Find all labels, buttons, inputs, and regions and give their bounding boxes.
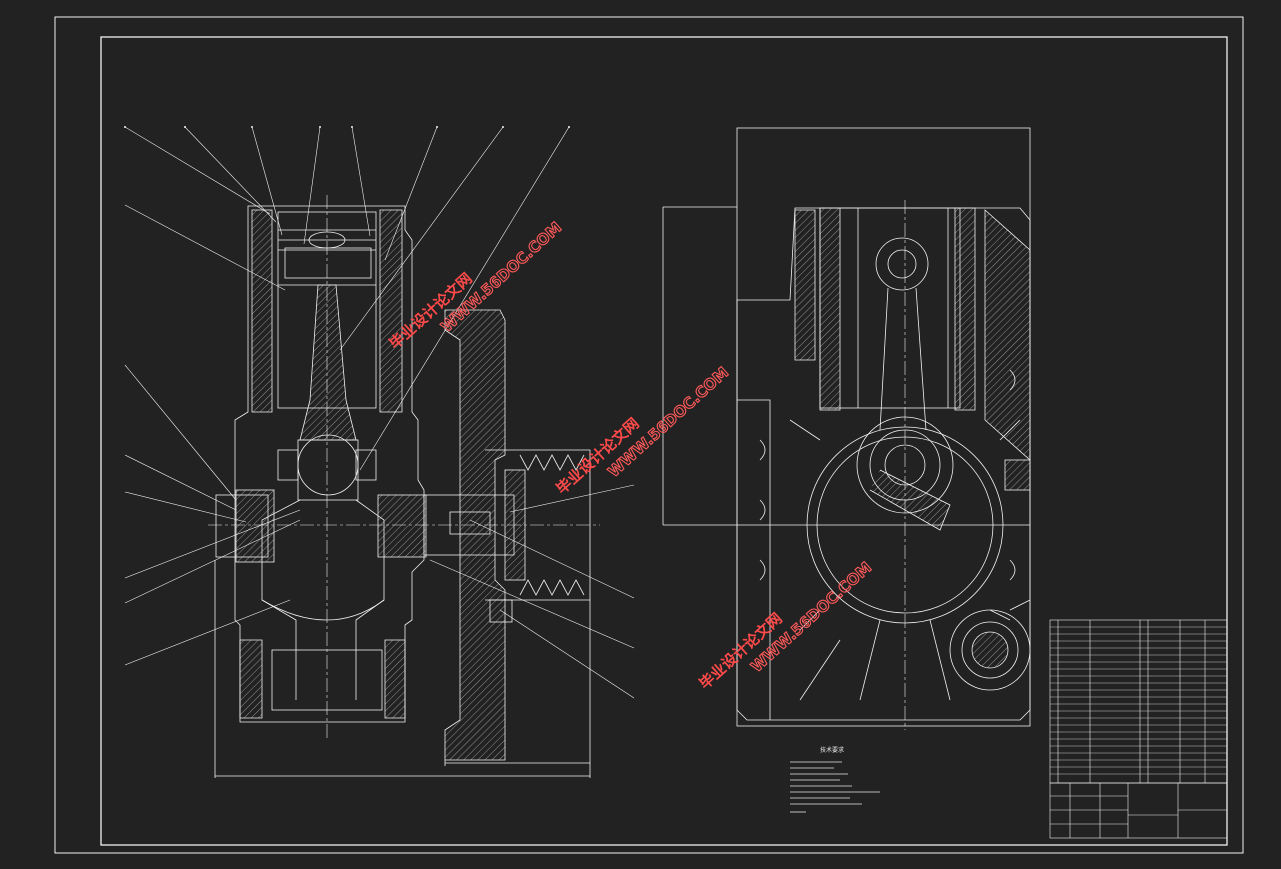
left-section-view [208,195,600,778]
left-leader-lines [124,126,635,699]
right-end-view [662,127,1031,730]
notes-lines [790,761,880,813]
technical-notes: 技术要求 [790,746,880,813]
drawing-border [54,16,1244,854]
parts-list-table [1049,619,1228,784]
title-block [1049,782,1228,839]
left-leader-marks [124,126,570,128]
notes-title: 技术要求 [820,746,844,754]
